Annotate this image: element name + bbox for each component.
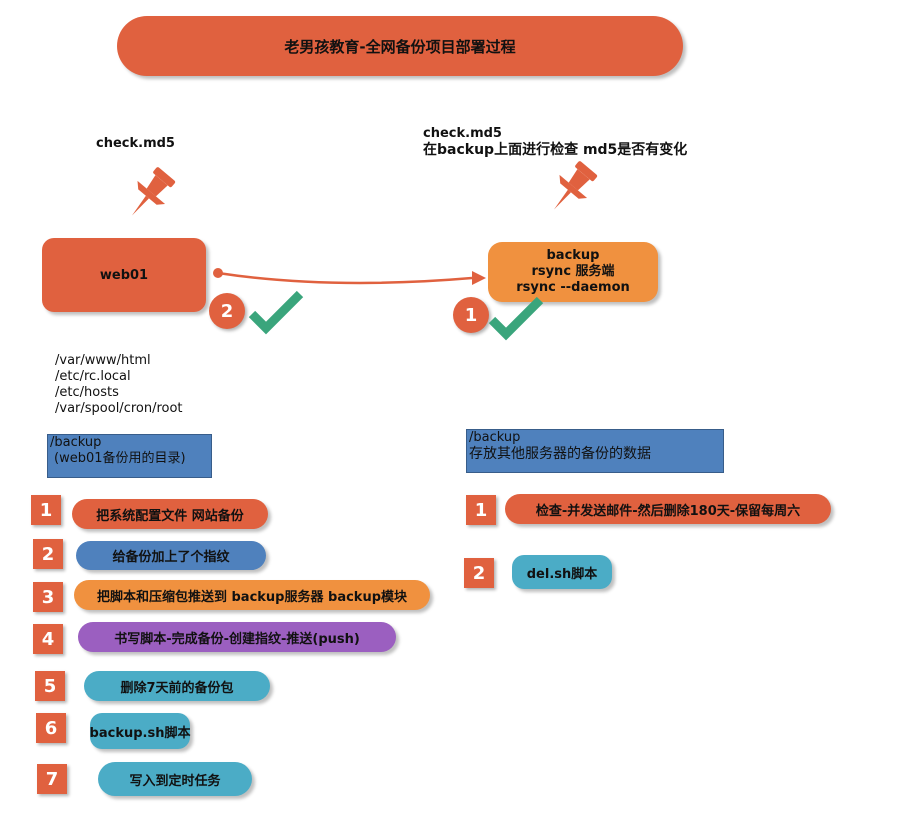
left-step-2: 给备份加上了个指纹 xyxy=(76,541,266,570)
title-banner: 老男孩教育-全网备份项目部署过程 xyxy=(117,16,683,76)
right-step-number-2: 2 xyxy=(464,558,494,588)
right-step-2: del.sh脚本 xyxy=(512,555,612,589)
step-text: 检查-并发送邮件-然后删除180天-保留每周六 xyxy=(535,503,801,519)
backup-server-line1: backup xyxy=(546,248,600,263)
right-check-note-2: 在backup上面进行检查 md5是否有变化 xyxy=(423,142,688,158)
backup-dir-line2: 存放其他服务器的备份的数据 xyxy=(469,446,651,462)
step-text: 删除7天前的备份包 xyxy=(120,680,234,696)
backup-dir-box: /backup 存放其他服务器的备份的数据 xyxy=(466,429,724,473)
step-number-7: 7 xyxy=(37,764,67,794)
web01-label: web01 xyxy=(99,267,149,283)
step-text: del.sh脚本 xyxy=(526,566,598,582)
web01-node: web01 xyxy=(42,238,206,312)
left-step-5: 删除7天前的备份包 xyxy=(84,671,270,701)
step-text: backup.sh脚本 xyxy=(89,725,191,741)
web01-badge: 2 xyxy=(209,293,245,329)
backup-server-line3: rsync --daemon xyxy=(516,280,630,295)
left-check-note: check.md5 xyxy=(96,136,175,151)
step-number-3: 3 xyxy=(33,582,63,612)
step-number-2: 2 xyxy=(33,539,63,569)
right-step-1: 检查-并发送邮件-然后删除180天-保留每周六 xyxy=(505,494,831,524)
left-step-6: backup.sh脚本 xyxy=(90,713,190,749)
left-step-4: 书写脚本-完成备份-创建指纹-推送(push) xyxy=(78,622,396,652)
web01-backup-dir-line1: /backup xyxy=(50,435,102,450)
left-step-3: 把脚本和压缩包推送到 backup服务器 backup模块 xyxy=(74,580,430,610)
backup-server-node: backup rsync 服务端 rsync --daemon xyxy=(488,242,658,302)
step-number-6: 6 xyxy=(36,713,66,743)
web01-backup-dir-box: /backup (web01备份用的目录) xyxy=(47,434,212,478)
pushpin-icon-right xyxy=(554,161,598,210)
right-step-number-1: 1 xyxy=(466,495,496,525)
backup-dir-line1: /backup xyxy=(469,430,521,445)
step-text: 书写脚本-完成备份-创建指纹-推送(push) xyxy=(114,631,360,647)
step-text: 写入到定时任务 xyxy=(129,773,221,789)
step-text: 把脚本和压缩包推送到 backup服务器 backup模块 xyxy=(96,589,408,605)
path-item: /etc/rc.local xyxy=(55,369,131,384)
check-icon-web01 xyxy=(248,290,304,335)
path-item: /var/spool/cron/root xyxy=(55,401,183,416)
pushpin-icon-left xyxy=(132,167,176,216)
step-number-5: 5 xyxy=(35,671,65,701)
path-item: /var/www/html xyxy=(55,353,151,368)
step-number-4: 4 xyxy=(33,624,63,654)
web01-backup-dir-line2: (web01备份用的目录) xyxy=(54,451,186,466)
step-text: 把系统配置文件 网站备份 xyxy=(96,508,244,524)
left-step-1: 把系统配置文件 网站备份 xyxy=(72,499,268,529)
left-step-7: 写入到定时任务 xyxy=(98,762,252,796)
push-arrow xyxy=(213,268,486,285)
step-number-1: 1 xyxy=(31,495,61,525)
backup-server-line2: rsync 服务端 xyxy=(531,264,615,279)
path-item: /etc/hosts xyxy=(55,385,119,400)
step-text: 给备份加上了个指纹 xyxy=(112,550,230,565)
right-check-note-1: check.md5 xyxy=(423,126,502,141)
page-title: 老男孩教育-全网备份项目部署过程 xyxy=(284,37,516,56)
check-icon-backup xyxy=(488,296,544,341)
backup-badge: 1 xyxy=(453,297,489,333)
